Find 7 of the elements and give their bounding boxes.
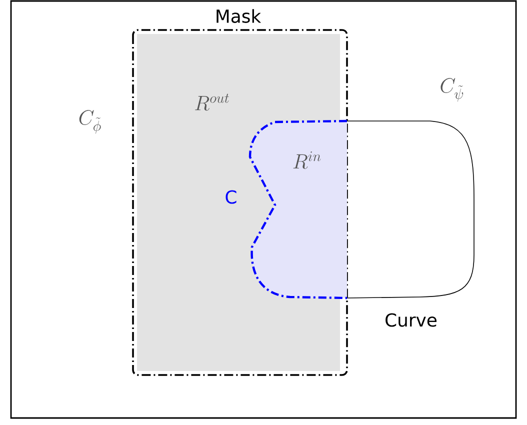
phi-label: $C_{\tilde\phi}$: [79, 110, 101, 134]
psi-label: $C_{\tilde\psi}$: [440, 78, 464, 102]
inner-region: $R^{in}$: [248, 120, 348, 300]
curve-label: Curve: [386, 313, 436, 327]
node-label: Mask: [216, 9, 262, 23]
curve-label: C: [226, 190, 236, 204]
region-label: $R^{out}$: [195, 94, 229, 111]
